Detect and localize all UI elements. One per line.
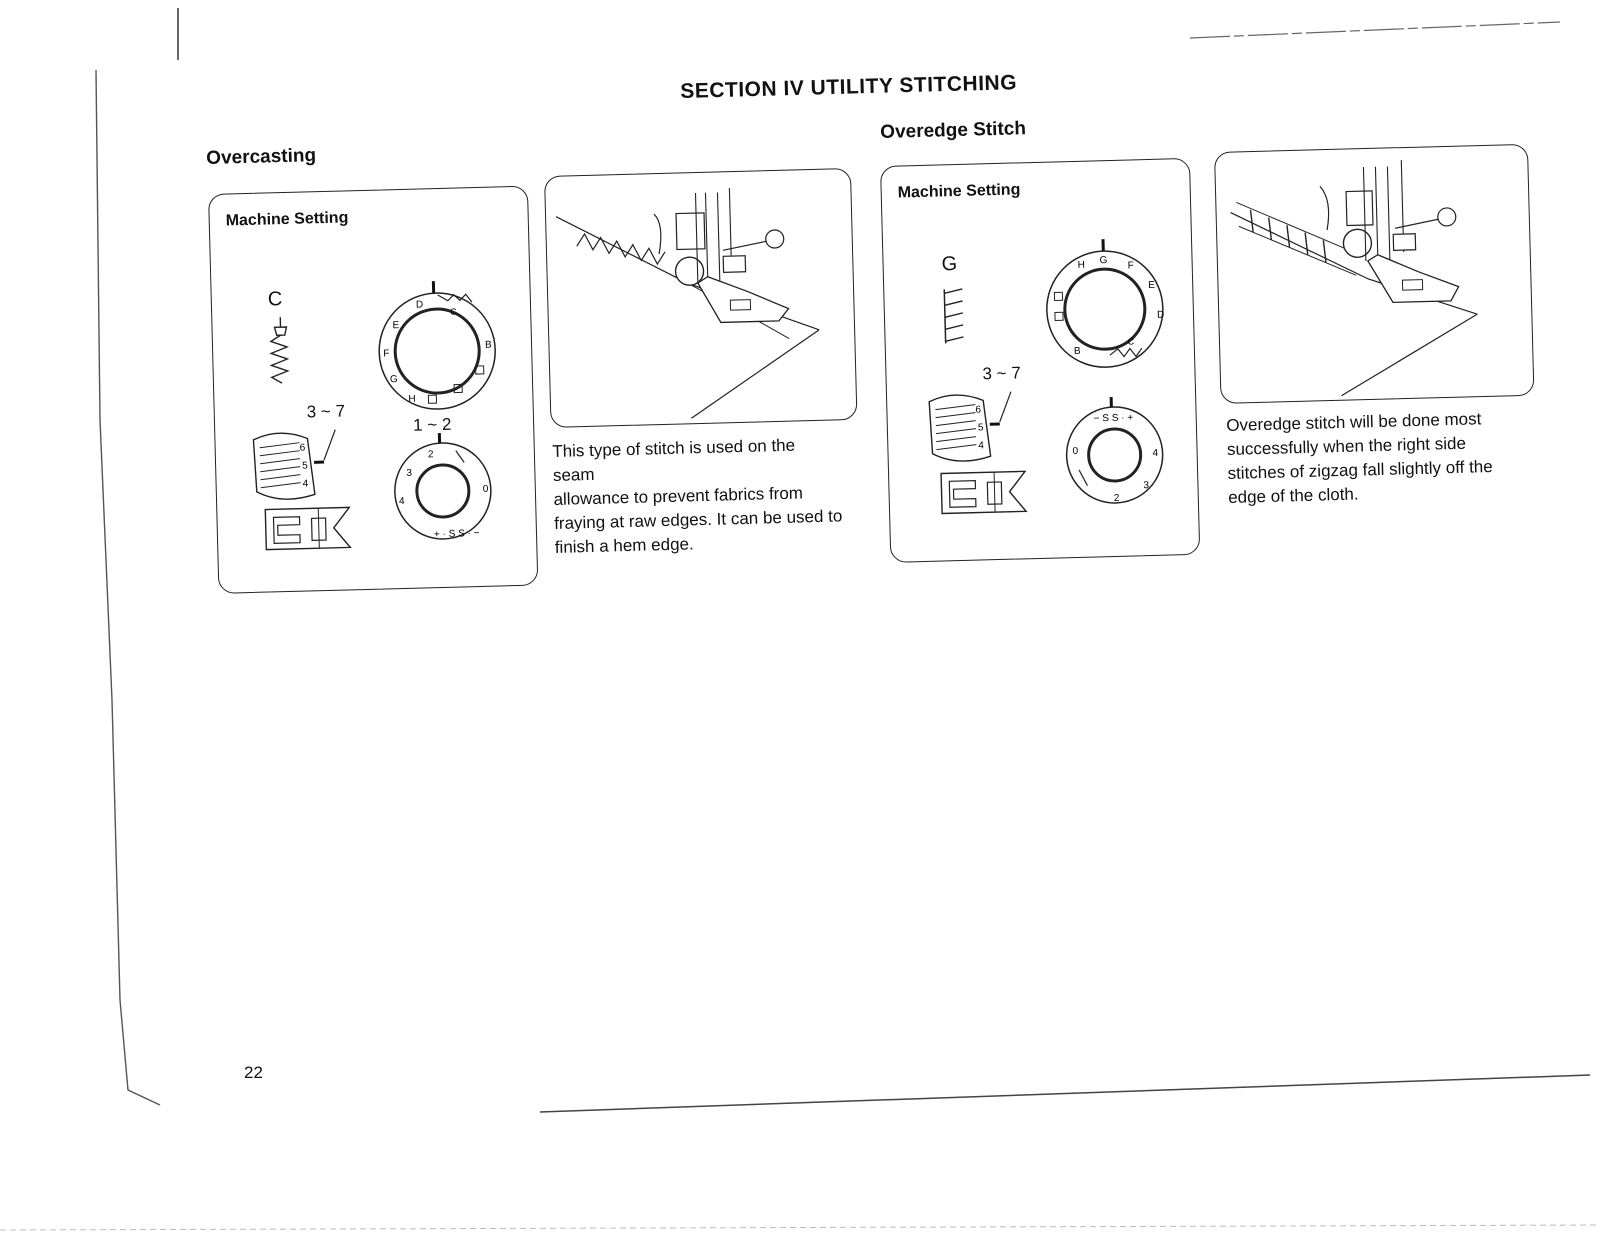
svg-text:G: G (1099, 255, 1107, 266)
sewing-foot-overcast-illustration (555, 188, 820, 419)
svg-text:4: 4 (1152, 448, 1158, 459)
overedge-machine-setting-panel: Machine Setting G 3 ~ 7 6 5 4 G H F E D … (880, 157, 1201, 563)
stitch-length-range: 3 ~ 7 (306, 401, 346, 422)
overcasting-machine-setting-panel: Machine Setting C 3 ~ 7 6 5 4 D E F G (208, 185, 539, 594)
presser-foot-icon (264, 506, 352, 551)
svg-text:3: 3 (406, 468, 412, 479)
stitch-length-range: 3 ~ 7 (982, 363, 1022, 384)
svg-text:H: H (408, 394, 416, 405)
overedge-stitch-pattern-icon (943, 288, 964, 344)
stitch-width-dial-icon: − S S · + 0 4 3 2 (1065, 396, 1164, 504)
overcasting-illustration-panel (544, 167, 858, 428)
svg-text:4: 4 (302, 478, 308, 489)
svg-text:4: 4 (399, 496, 405, 507)
svg-text:0: 0 (1072, 446, 1078, 457)
svg-text:5: 5 (978, 422, 984, 433)
presser-foot-icon (940, 470, 1028, 515)
overedge-description: Overedge stitch will be done most succes… (1226, 407, 1494, 510)
svg-text:F: F (1128, 260, 1134, 271)
svg-text:D: D (1157, 310, 1165, 321)
machine-setting-label: Machine Setting (225, 209, 349, 230)
overcasting-heading: Overcasting (206, 145, 317, 169)
svg-text:2: 2 (428, 449, 434, 460)
svg-text:3: 3 (1143, 480, 1149, 491)
pattern-letter: G (941, 253, 958, 276)
svg-text:2: 2 (1114, 493, 1120, 504)
svg-text:G: G (390, 374, 398, 385)
svg-text:E: E (1148, 280, 1155, 291)
svg-text:F: F (383, 348, 389, 359)
svg-text:H: H (1078, 260, 1086, 271)
svg-text:B: B (485, 340, 492, 351)
pattern-selector-dial-icon: D E F G H B C (378, 281, 496, 410)
svg-text:E: E (392, 320, 399, 331)
svg-text:4: 4 (978, 440, 984, 451)
stitch-length-dial-icon: 6 5 4 (928, 391, 1012, 462)
pattern-selector-dial-icon: G H F E D B C (1046, 239, 1165, 368)
svg-text:0: 0 (483, 484, 489, 495)
svg-text:− S S · +: − S S · + (1094, 412, 1134, 424)
pattern-letter: C (267, 288, 283, 311)
overcast-stitch-pattern-icon (269, 317, 290, 384)
svg-text:5: 5 (302, 460, 308, 471)
overedge-illustration-panel (1214, 143, 1535, 404)
overcasting-description: This type of stitch is used on the seam … (552, 432, 843, 560)
machine-setting-label: Machine Setting (897, 181, 1021, 202)
svg-text:D: D (416, 299, 424, 310)
svg-text:C: C (1128, 336, 1135, 346)
svg-text:C: C (450, 307, 457, 317)
svg-text:6: 6 (300, 443, 306, 454)
svg-text:+ · S S · −: + · S S · − (434, 528, 480, 540)
sewing-foot-overedge-illustration (1230, 160, 1478, 397)
page-number: 22 (244, 1063, 263, 1082)
overedge-heading: Overedge Stitch (880, 118, 1027, 143)
svg-text:B: B (1074, 346, 1081, 357)
stitch-length-dial-icon: 6 5 4 (252, 429, 336, 500)
stitch-width-dial-icon: 2 3 4 0 + · S S · − (394, 432, 492, 540)
svg-text:6: 6 (975, 404, 981, 415)
